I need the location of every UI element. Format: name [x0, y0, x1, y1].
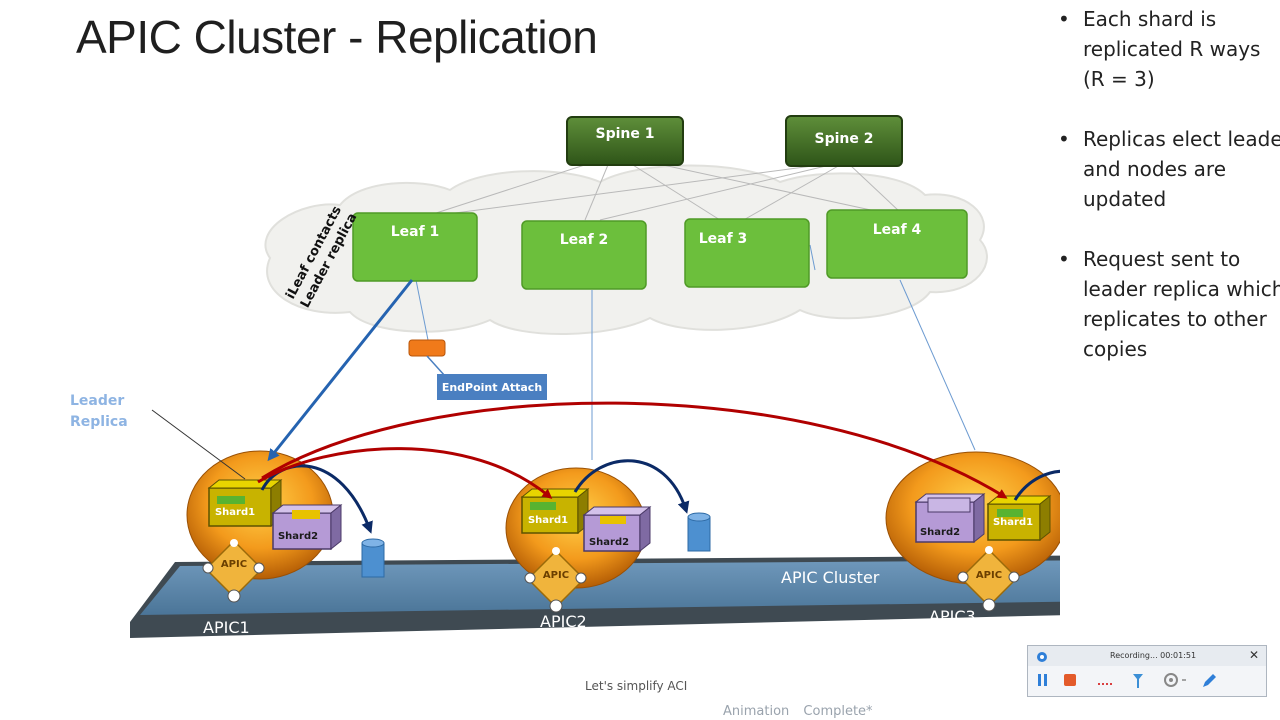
endpoint-attach-label: EndPoint Attach — [437, 374, 547, 400]
replication-diagram — [130, 115, 1060, 638]
slide-title: APIC Cluster - Replication — [76, 10, 598, 64]
title-part-rest: Cluster - Replication — [181, 11, 598, 63]
spine-2 — [785, 115, 903, 167]
bullet-item: • Replicas elect leader and nodes are up… — [1058, 124, 1280, 214]
apic2-label: APIC2 — [540, 612, 587, 631]
recorder-logo-icon — [1037, 652, 1047, 662]
spine-2-label: Spine 2 — [814, 131, 874, 147]
apic2-diamond — [524, 547, 587, 613]
leaf-to-leader-arrow — [267, 279, 414, 462]
pause-icon[interactable] — [1036, 672, 1050, 688]
leader-replica-label: Leader Replica — [70, 391, 128, 433]
apic1-diamond-label: APIC — [220, 559, 248, 570]
bullet-line: (R = 3) — [1083, 67, 1155, 91]
bullet-line: leader replica which — [1083, 277, 1280, 301]
apic1-shards — [207, 478, 343, 551]
leader-replica-line: Leader — [70, 393, 125, 409]
apic3-diamond-label: APIC — [975, 570, 1003, 581]
apic3-shard2-label: Shard2 — [919, 527, 961, 538]
apic2-commit-arrow — [573, 459, 690, 514]
spine-1 — [566, 116, 684, 166]
bullet-line: copies — [1083, 337, 1148, 361]
apic2-diamond-label: APIC — [542, 570, 570, 581]
recorder-tools — [1028, 666, 1266, 696]
leaf-4 — [826, 209, 968, 279]
bullet-dot: • — [1058, 127, 1070, 151]
leaf-1 — [352, 212, 478, 282]
recorder-toolbar[interactable]: Recording... 00:01:51 ✕ — [1027, 645, 1267, 697]
title-part-apic: APIC — [76, 11, 182, 63]
leaf-1-label: Leaf 1 — [390, 224, 440, 240]
apic1-label: APIC1 — [203, 618, 250, 637]
replication-arrow-apic3 — [261, 401, 1008, 499]
apic2-shards — [520, 487, 652, 553]
leaf-2-label: Leaf 2 — [559, 232, 609, 248]
bullet-line: Request sent to — [1083, 247, 1241, 271]
pen-icon[interactable] — [1200, 672, 1218, 690]
apic-cluster-label: APIC Cluster — [781, 568, 880, 587]
draw-icon[interactable] — [1096, 672, 1116, 688]
bullet-line: replicates to other — [1083, 307, 1267, 331]
bullet-line: updated — [1083, 187, 1167, 211]
fabric-links — [429, 159, 901, 223]
apic2-shard1-label: Shard1 — [527, 515, 569, 526]
recording-status: Recording... 00:01:51 — [1110, 651, 1197, 660]
leader-replica-line: Replica — [70, 414, 128, 430]
apic3-commit-arrow — [1013, 469, 1060, 501]
cursor-icon[interactable] — [1130, 672, 1146, 690]
apic3-shard1-label: Shard1 — [992, 517, 1034, 528]
close-icon[interactable]: ✕ — [1248, 648, 1259, 662]
bullet-item: • Each shard is replicated R ways (R = 3… — [1058, 4, 1280, 94]
leaf-apic-links — [415, 244, 976, 460]
bullet-dot: • — [1058, 247, 1070, 271]
stop-icon[interactable] — [1062, 672, 1078, 688]
apic1-shard2-label: Shard2 — [277, 531, 319, 542]
bullet-dot: • — [1058, 7, 1070, 31]
replication-arrow-apic2 — [257, 447, 553, 499]
leader-pointer-line — [151, 409, 246, 480]
endpoint-callout-line — [426, 355, 446, 377]
spine-1-label: Spine 1 — [595, 126, 655, 142]
leaf-3-label: Leaf 3 — [698, 231, 748, 247]
bullet-list: • Each shard is replicated R ways (R = 3… — [1058, 4, 1280, 394]
leaf-4-label: Leaf 4 — [872, 222, 922, 238]
apic1-shard1-label: Shard1 — [214, 507, 256, 518]
apic2-shard2-label: Shard2 — [588, 537, 630, 548]
bullet-item: • Request sent to leader replica which r… — [1058, 244, 1280, 364]
apic3-label: APIC3 — [929, 607, 976, 626]
apic1-diamond — [202, 539, 265, 603]
apic3-diamond — [957, 546, 1020, 612]
bullet-line: and nodes are — [1083, 157, 1227, 181]
webcam-icon[interactable] — [1162, 672, 1188, 690]
apic2-db-icon — [687, 512, 711, 552]
endpoint-device-icon — [408, 339, 446, 357]
apic1-db-icon — [361, 538, 385, 578]
leaf-3 — [684, 218, 810, 288]
bullet-line: Replicas elect leader — [1083, 127, 1280, 151]
slide-footer: Let's simplify ACI — [585, 679, 688, 693]
recorder-titlebar: Recording... 00:01:51 ✕ — [1028, 646, 1266, 666]
animation-status: Animation Complete* — [723, 704, 873, 719]
apic1-commit-arrow — [260, 464, 373, 534]
leaf-2 — [521, 220, 647, 290]
bullet-line: Each shard is — [1083, 7, 1217, 31]
bullet-line: replicated R ways — [1083, 37, 1261, 61]
